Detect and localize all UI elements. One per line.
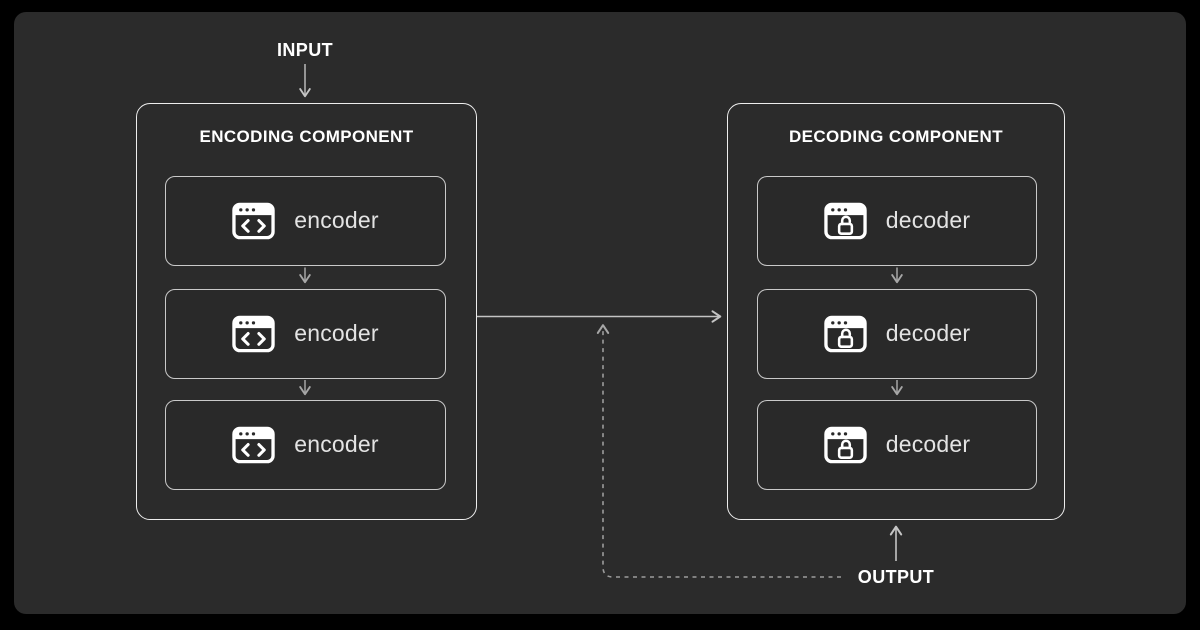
encoder-unit-2: encoder [165,288,446,379]
code-window-icon [232,202,275,240]
decoding-component: DECODING COMPONENT decoder decoder decod… [727,103,1065,520]
decoder-unit-3: decoder [757,399,1037,490]
encoder-label: encoder [294,207,379,233]
encoder-unit-3: encoder [165,399,446,490]
encoder-unit-1: encoder [165,175,446,266]
lock-window-icon [824,315,867,353]
decoder-label: decoder [885,431,971,457]
code-window-icon [232,426,275,464]
lock-window-icon [824,426,867,464]
decoder-label: decoder [885,320,971,346]
encoder-label: encoder [294,320,379,346]
decoder-unit-2: decoder [757,288,1037,379]
decoding-component-title: DECODING COMPONENT [788,127,1004,146]
encoder-label: encoder [294,431,379,457]
encoding-component: ENCODING COMPONENT encoder encoder encod… [136,103,477,520]
code-window-icon [232,315,275,353]
lock-window-icon [824,202,867,240]
output-label: OUTPUT [857,567,935,587]
encoding-component-title: ENCODING COMPONENT [199,127,414,146]
decoder-unit-1: decoder [757,175,1037,266]
input-label: INPUT [277,40,333,60]
decoder-label: decoder [885,207,971,233]
